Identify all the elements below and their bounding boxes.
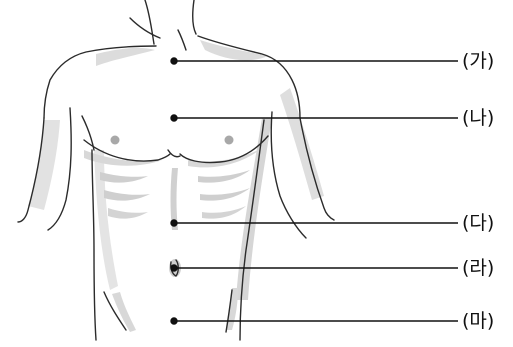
neck-center-line-2 [178, 30, 186, 50]
nipples [111, 136, 234, 145]
sternum-notch [168, 150, 180, 157]
label-ma: (마) [462, 310, 494, 332]
left-arm-shade [28, 120, 60, 210]
left-shoulder-shade [96, 48, 155, 66]
neck-center-line [130, 18, 160, 38]
torso-shading [28, 40, 324, 332]
label-ra: (라) [462, 257, 494, 279]
label-ga: (가) [462, 50, 494, 72]
right-rib-shade-1 [198, 170, 250, 183]
right-rib-shade-3 [202, 206, 246, 219]
label-da: (다) [462, 212, 494, 234]
left-rib-shade-3 [108, 208, 148, 219]
right-pec-line [180, 136, 268, 163]
right-arm-shade [280, 88, 324, 200]
left-side-shade [94, 150, 118, 290]
pointer-dot-5 [171, 318, 177, 324]
pointer-dot-1 [171, 58, 177, 64]
left-rib-shade-2 [104, 190, 150, 201]
left-armpit-line [82, 116, 94, 150]
right-nipple [225, 136, 234, 145]
left-rib-shade-1 [100, 172, 148, 183]
neck-right-line [193, 0, 196, 34]
label-na: (나) [462, 107, 494, 129]
neck-left-line [145, 0, 154, 44]
left-nipple [111, 136, 120, 145]
right-rib-shade-2 [200, 188, 250, 201]
pointer-dot-2 [171, 115, 177, 121]
pointer-dot-4 [171, 265, 177, 271]
right-shoulder-shade [200, 40, 268, 60]
pointer-dot-3 [171, 220, 177, 226]
